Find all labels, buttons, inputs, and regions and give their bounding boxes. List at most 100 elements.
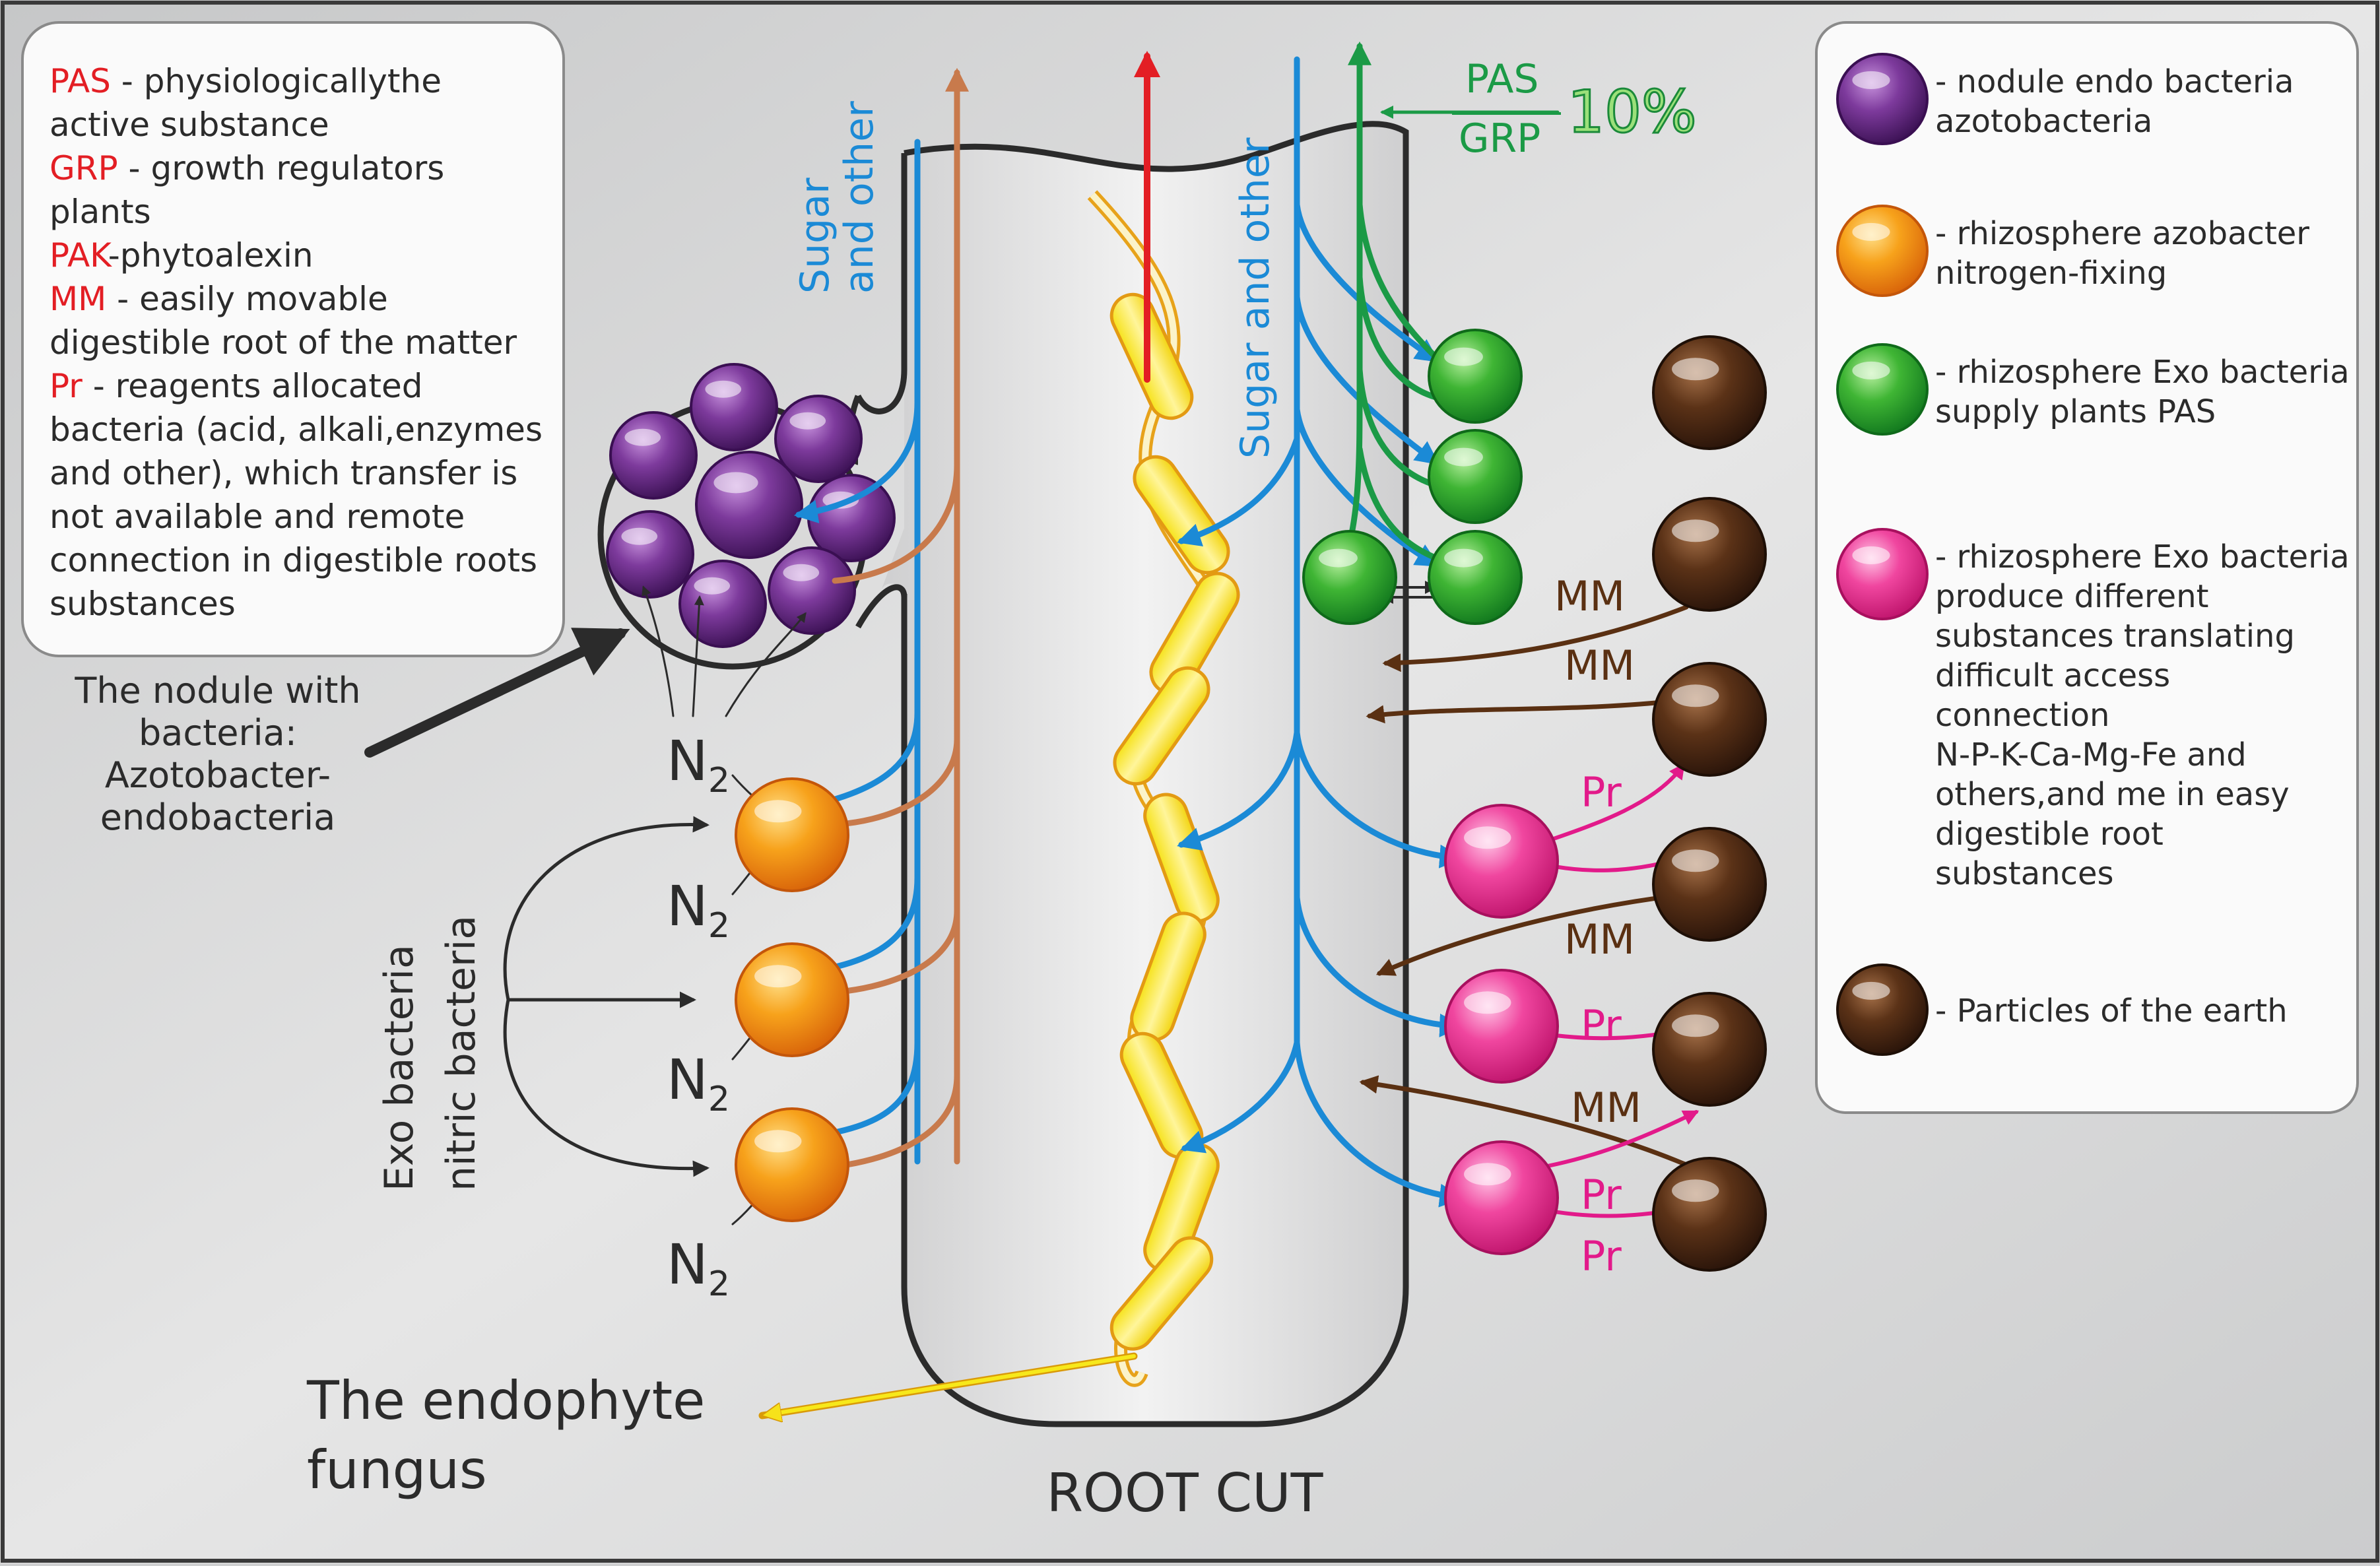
nodule-bacterium-body — [678, 560, 767, 648]
fungus-cell — [1109, 292, 1194, 420]
nodule-bacterium-body — [609, 411, 698, 500]
legend-panel — [1815, 21, 2359, 1114]
nodule-bacterium-body — [690, 363, 778, 451]
blue-arrow-green-3 — [1294, 406, 1440, 568]
soil-particle-highlight — [1672, 358, 1719, 381]
n2-sub: 2 — [708, 1080, 730, 1119]
legend-swatch-green-highlight — [1852, 361, 1890, 380]
mm-label: MM — [1564, 915, 1635, 963]
green-bacterium-highlight — [1444, 347, 1483, 366]
exo-label-line-2: nitric bacteria — [438, 915, 484, 1191]
nodule-bacterium-body — [695, 451, 803, 559]
soil-particle-body — [1652, 497, 1767, 612]
grp-label: GRP — [1459, 115, 1540, 162]
mm-arrow-3 — [1375, 892, 1689, 976]
soil-particle-body — [1652, 992, 1767, 1107]
mm-arrow-1 — [1382, 604, 1689, 672]
pink-bacterium — [1444, 804, 1559, 919]
legend-text: produce different — [1935, 578, 2208, 615]
pink-bacterium-highlight — [1464, 1163, 1511, 1186]
glossary-def: -phytoalexin — [108, 236, 314, 275]
orange-bacterium — [735, 1107, 849, 1222]
legend-text: - rhizosphere Exo bacteria — [1935, 538, 2350, 575]
blue-arrow-fungus-2 — [1177, 729, 1300, 851]
glossary-line: and other), which transfer is — [50, 454, 517, 492]
soil-particle-body — [1652, 662, 1767, 777]
soil-particle-body — [1652, 335, 1767, 450]
nodule-label: Azotobacter- — [105, 754, 331, 796]
glossary-line: plants — [50, 193, 151, 231]
blue-arrow-pink-1 — [1294, 729, 1464, 868]
blue-arrow-green-2 — [1294, 294, 1439, 465]
soil-particle-highlight — [1672, 1179, 1719, 1202]
bacteria-balls — [735, 329, 1767, 1272]
soil-particle — [1652, 992, 1767, 1107]
legend-swatch-green — [1836, 343, 1929, 436]
pink-bacterium-highlight — [1464, 826, 1511, 849]
pink-bacterium-highlight — [1464, 991, 1511, 1014]
nodule-bacterium-body — [606, 510, 694, 599]
legend-text: azotobacteria — [1935, 103, 2152, 140]
soil-particle — [1652, 827, 1767, 942]
legend-text: N-P-K-Ca-Mg-Fe and — [1935, 736, 2247, 773]
legend-text: connection — [1935, 697, 2109, 734]
pink-bacterium-body — [1444, 1140, 1559, 1255]
nodule-bacterium-highlight — [624, 428, 661, 446]
legend-swatch-pink-highlight — [1852, 546, 1890, 565]
orange-bacterium-body — [735, 777, 849, 892]
legend-swatch-purple — [1836, 53, 1929, 145]
brown-branch-1 — [818, 736, 960, 828]
green-bacterium-body — [1428, 429, 1523, 524]
nodule-bacterium — [774, 395, 863, 483]
glossary-line: substances — [50, 585, 236, 623]
soil-particle-highlight — [1672, 684, 1719, 707]
mm-label: MM — [1564, 641, 1635, 690]
legend-text: difficult access — [1935, 657, 2170, 694]
root-outline-upper — [855, 153, 908, 414]
glossary-line: connection in digestible roots — [50, 541, 537, 579]
exo-arc-bottom — [503, 998, 710, 1177]
legend-text: substances translating — [1935, 618, 2295, 655]
nodule-bacterium-body — [768, 546, 856, 635]
n2-pointer-a — [642, 585, 675, 717]
green-bacterium-highlight — [1444, 447, 1483, 467]
nodule-bacterium-highlight — [713, 472, 758, 494]
soil-particle — [1652, 497, 1767, 612]
labels: The nodule withbacteria:Azotobacter-endo… — [74, 56, 1698, 1524]
nodule-bacterium-highlight — [705, 380, 742, 398]
legend-swatch-brown-body — [1836, 963, 1929, 1056]
soil-particle-highlight — [1672, 1014, 1719, 1037]
glossary-def: - reagents allocated — [83, 367, 423, 405]
legend-swatch-purple-body — [1836, 53, 1929, 145]
green-bacterium-body — [1302, 530, 1397, 625]
legend-text: substances — [1935, 855, 2114, 892]
nodule-bacterium — [609, 411, 698, 500]
soil-particle — [1652, 662, 1767, 777]
mm-label: MM — [1554, 572, 1625, 620]
sugar-left-line-1: Sugar — [792, 178, 838, 294]
mm-arrow-4 — [1359, 1075, 1689, 1167]
nodule-bacterium-highlight — [694, 577, 731, 595]
legend-swatch-brown-highlight — [1852, 981, 1890, 1000]
glossary-line: Pr - reagents allocated — [50, 367, 423, 405]
nodule-bacterium-highlight — [621, 527, 658, 545]
mm-arrow-2 — [1366, 697, 1689, 724]
legend-text: - Particles of the earth — [1935, 993, 2288, 1029]
glossary-line: digestible root of the matter — [50, 323, 517, 362]
mm-label: MM — [1571, 1084, 1641, 1132]
orange-bacterium-highlight — [754, 1130, 802, 1153]
blue-arrow-green-1 — [1294, 201, 1439, 363]
n2-pointer-b — [692, 595, 704, 717]
legend-swatch-pink — [1836, 528, 1929, 620]
brown-branch-nodule — [832, 462, 960, 584]
glossary-line: GRP - growth regulators — [50, 149, 444, 187]
endophyte-label-line-2: fungus — [307, 1439, 487, 1501]
legend-text: - rhizosphere Exo bacteria — [1935, 354, 2350, 391]
green-bacterium-body — [1428, 530, 1523, 625]
sugar-left-line-2: and other — [836, 101, 882, 294]
legend-swatch-brown — [1836, 963, 1929, 1056]
green-bacterium — [1428, 530, 1523, 625]
endophyte-label-line-1: The endophyte — [306, 1370, 705, 1431]
